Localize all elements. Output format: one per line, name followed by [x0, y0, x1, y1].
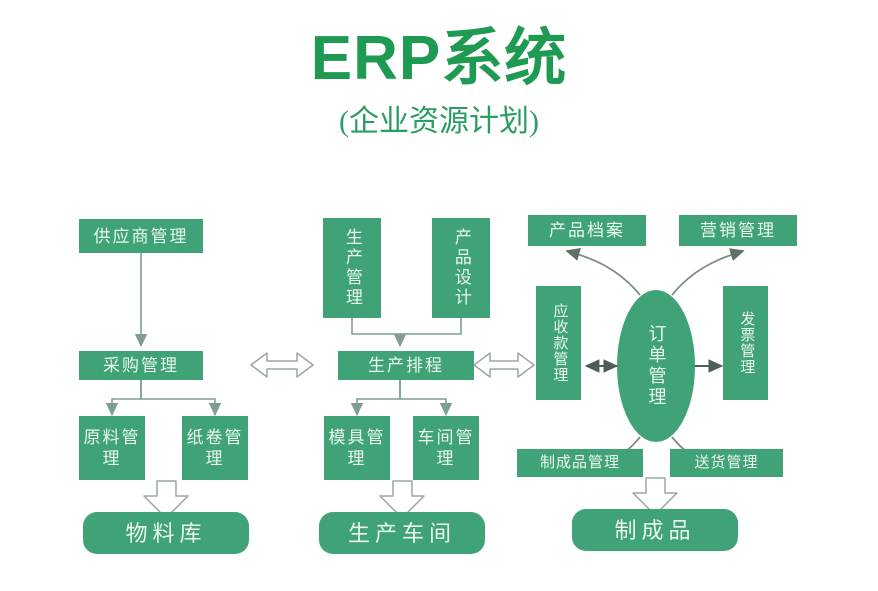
- node-workshop-management[interactable]: 车间管理: [413, 416, 479, 480]
- node-marketing-management[interactable]: 营销管理: [679, 215, 797, 246]
- node-receivables-management[interactable]: 应收款管理: [536, 286, 581, 400]
- node-order-management[interactable]: 订单管理: [617, 290, 695, 442]
- edge-purchase-to-materials: [105, 380, 222, 417]
- edge-scheduling-to-shop: [350, 380, 453, 417]
- edge-purchase-scheduling-double: [250, 352, 314, 378]
- node-supplier-management[interactable]: 供应商管理: [79, 219, 203, 253]
- title-block: ERP系统 (企业资源计划): [0, 22, 878, 140]
- node-finished-goods[interactable]: 制成品: [572, 509, 738, 551]
- page-subtitle: (企业资源计划): [339, 105, 539, 138]
- node-product-design[interactable]: 产品设计: [432, 218, 490, 318]
- page-title: ERP系统: [310, 24, 568, 93]
- node-production-workshop[interactable]: 生产车间: [319, 512, 485, 554]
- node-mold-management[interactable]: 模具管理: [324, 416, 390, 480]
- node-invoice-management[interactable]: 发票管理: [723, 286, 768, 400]
- node-purchase-management[interactable]: 采购管理: [79, 351, 203, 380]
- node-delivery-management[interactable]: 送货管理: [670, 449, 783, 477]
- node-production-scheduling[interactable]: 生产排程: [338, 351, 474, 380]
- node-paper-roll-management[interactable]: 纸卷管理: [182, 416, 248, 480]
- edge-scheduling-receivables-double: [473, 352, 535, 378]
- node-production-management[interactable]: 生产管理: [323, 218, 381, 318]
- node-raw-material-management[interactable]: 原料管理: [79, 416, 145, 480]
- node-finished-goods-management[interactable]: 制成品管理: [517, 449, 643, 477]
- node-product-archive[interactable]: 产品档案: [528, 215, 646, 246]
- edge-production-to-scheduling: [351, 318, 462, 348]
- node-material-warehouse[interactable]: 物料库: [83, 512, 249, 554]
